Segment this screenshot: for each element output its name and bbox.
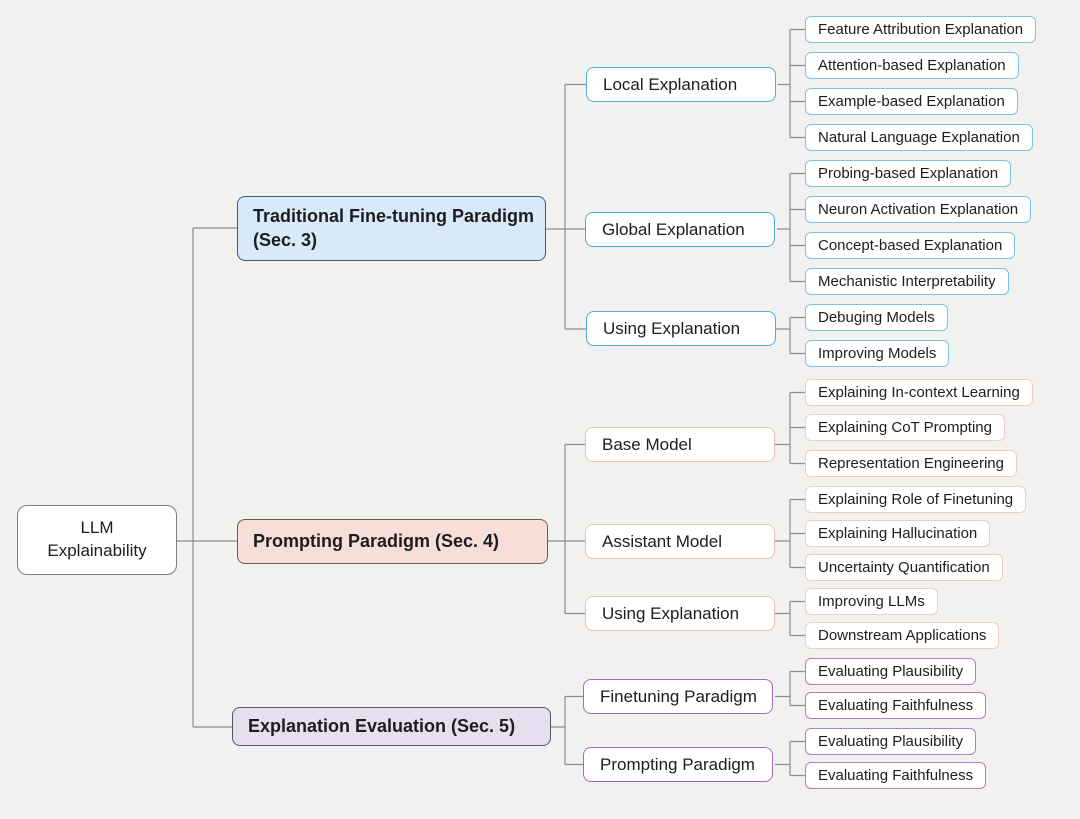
leaf-downstream-applications: Downstream Applications bbox=[805, 622, 1000, 649]
node-prompting-paradigm-eval: Prompting Paradigm bbox=[583, 747, 773, 782]
leaf-explaining-hallucination: Explaining Hallucination bbox=[805, 520, 991, 547]
leaf-probing-based-explanation: Probing-based Explanation bbox=[805, 160, 1012, 187]
leaf-improving-models: Improving Models bbox=[805, 340, 950, 367]
leaf-explaining-cot-prompting: Explaining CoT Prompting bbox=[805, 414, 1005, 441]
node-finetuning-paradigm: Finetuning Paradigm bbox=[583, 679, 773, 714]
leaf-uncertainty-quantification: Uncertainty Quantification bbox=[805, 554, 1003, 581]
node-prompting-paradigm-sec4: Prompting Paradigm (Sec. 4) bbox=[237, 519, 548, 564]
node-base-model: Base Model bbox=[585, 427, 775, 462]
leaf-neuron-activation-explanation: Neuron Activation Explanation bbox=[805, 196, 1032, 223]
node-global-explanation: Global Explanation bbox=[585, 212, 775, 247]
leaf-evaluating-plausibility-finetuning: Evaluating Plausibility bbox=[805, 658, 977, 685]
leaf-improving-llms: Improving LLMs bbox=[805, 588, 938, 615]
node-traditional-finetuning-paradigm: Traditional Fine-tuning Paradigm (Sec. 3… bbox=[237, 196, 546, 261]
node-using-explanation-finetuning: Using Explanation bbox=[586, 311, 776, 346]
node-llm-explainability: LLM Explainability bbox=[17, 505, 177, 575]
node-assistant-model: Assistant Model bbox=[585, 524, 775, 559]
node-local-explanation: Local Explanation bbox=[586, 67, 776, 102]
leaf-explaining-in-context-learning: Explaining In-context Learning bbox=[805, 379, 1033, 406]
leaf-evaluating-faithfulness-finetuning: Evaluating Faithfulness bbox=[805, 692, 987, 719]
leaf-evaluating-faithfulness-prompting: Evaluating Faithfulness bbox=[805, 762, 987, 789]
leaf-debuging-models: Debuging Models bbox=[805, 304, 948, 331]
node-using-explanation-prompting: Using Explanation bbox=[585, 596, 775, 631]
leaf-concept-based-explanation: Concept-based Explanation bbox=[805, 232, 1016, 259]
leaf-evaluating-plausibility-prompting: Evaluating Plausibility bbox=[805, 728, 977, 755]
leaf-natural-language-explanation: Natural Language Explanation bbox=[805, 124, 1033, 151]
leaf-representation-engineering: Representation Engineering bbox=[805, 450, 1017, 477]
leaf-feature-attribution-explanation: Feature Attribution Explanation bbox=[805, 16, 1037, 43]
leaf-example-based-explanation: Example-based Explanation bbox=[805, 88, 1018, 115]
node-explanation-evaluation-sec5: Explanation Evaluation (Sec. 5) bbox=[232, 707, 551, 746]
leaf-mechanistic-interpretability: Mechanistic Interpretability bbox=[805, 268, 1009, 295]
leaf-attention-based-explanation: Attention-based Explanation bbox=[805, 52, 1019, 79]
leaf-explaining-role-of-finetuning: Explaining Role of Finetuning bbox=[805, 486, 1027, 513]
